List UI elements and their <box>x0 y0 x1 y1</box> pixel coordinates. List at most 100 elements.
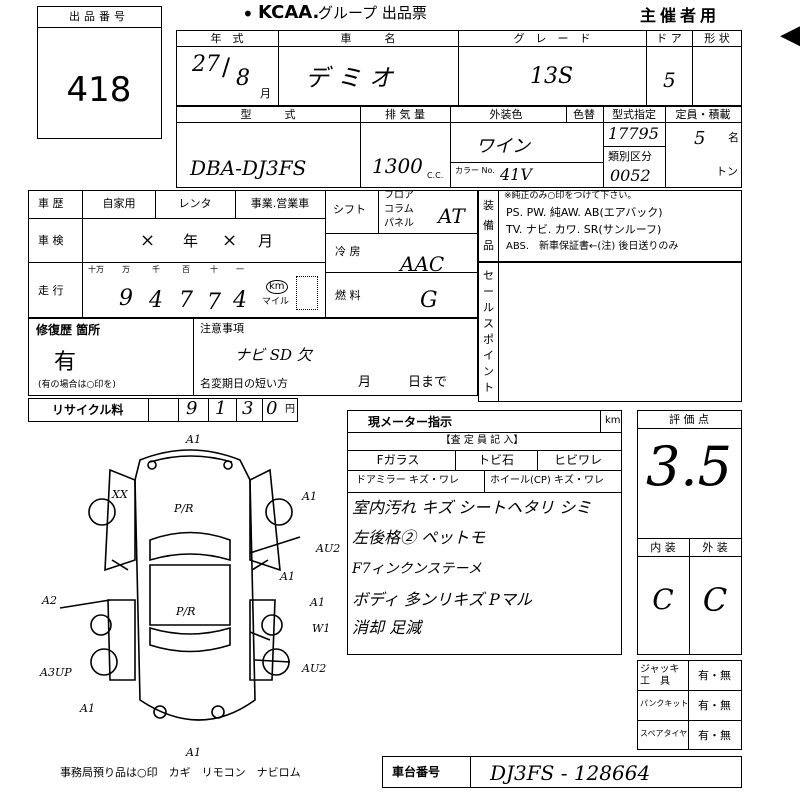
spare-value: 有・無 <box>698 729 731 742</box>
history-private: 自家用 <box>102 197 136 210</box>
model-label: 型 式 <box>240 108 296 121</box>
repair-label: 修復歴 箇所 <box>36 323 101 337</box>
overall-score-label: 評 価 点 <box>669 413 709 426</box>
fuel-label: 燃 料 <box>335 289 361 302</box>
name-label: 車 名 <box>340 32 396 45</box>
history-commercial: 事業.営業車 <box>250 197 310 210</box>
inspection-year-unit: 年 <box>183 232 199 250</box>
km-unit: km <box>266 280 288 294</box>
repair-section <box>28 318 478 396</box>
lot-label: 出品番号 <box>69 10 129 23</box>
chassis-section <box>382 756 742 788</box>
mileage-digit: 7 <box>179 288 193 313</box>
recycle-section <box>28 398 298 422</box>
shape-label: 形 状 <box>704 32 730 45</box>
vehicle-row2 <box>176 106 742 188</box>
glass-stone: トビ石 <box>477 453 515 467</box>
tonnage-unit: トン <box>716 165 738 178</box>
inspector-comment: 室内汚れ キズ シートヘタリ シミ <box>352 498 592 517</box>
doors-value: 5 <box>663 68 676 92</box>
inspector-comment: ボディ 多ンリキズ Pマル <box>352 590 532 609</box>
inspector-comment: F7ィンクンステーメ <box>352 561 482 577</box>
equipment-label: 装備品 <box>483 199 494 252</box>
glass-label: Fガラス <box>376 453 420 467</box>
damage-mark: AU2 <box>301 662 326 675</box>
jack-value: 有・無 <box>698 669 731 682</box>
inspection-month-unit: 月 <box>258 232 274 250</box>
repair-value: 有 <box>54 350 77 375</box>
category-value: 0052 <box>610 166 651 185</box>
lot-number: 418 <box>66 70 132 110</box>
form-title: グループ 出品票 <box>318 4 427 22</box>
meter-label: 現メーター指示 <box>368 415 453 429</box>
interior-label: 内 装 <box>650 541 676 554</box>
displacement-unit: C.C. <box>427 171 444 180</box>
month-value: 8 <box>236 66 250 91</box>
chassis-label: 車台番号 <box>392 765 441 779</box>
aircon-value: AAC <box>400 252 445 276</box>
organizer-label: 主催者用 <box>640 6 721 25</box>
kit-value: 有・無 <box>698 699 731 712</box>
deadline-month: 月 <box>358 375 372 390</box>
meter-unit: km <box>605 415 621 426</box>
mile-unit: マイル <box>262 297 290 307</box>
exterior-score: C <box>702 581 728 619</box>
overall-score: 3.5 <box>646 435 732 498</box>
damage-mark: A2 <box>41 594 57 607</box>
displacement-value: 1300 <box>372 154 423 178</box>
equipment-note: ※純正のみ○印をつけて下さい。 <box>504 191 637 201</box>
digit-label: 千 <box>152 265 160 274</box>
recycle-digit: 3 <box>242 398 254 419</box>
damage-mark: A1 <box>309 596 325 609</box>
capacity-label: 定員・積載 <box>675 108 731 121</box>
category-label: 類別区分 <box>608 150 652 163</box>
color-value: ワイン <box>476 136 530 157</box>
mileage-digit: 9 <box>119 286 133 311</box>
car-name-value: デミオ <box>305 64 401 92</box>
inspector-comment: 消却 足減 <box>352 618 422 637</box>
inspector-comment: 左後格② ペットモ <box>352 528 486 547</box>
history-rental: レンタ <box>178 197 212 210</box>
recycle-digit: 0 <box>266 398 278 419</box>
mirror-label: ドアミラー キズ・ワレ <box>356 475 459 486</box>
model-designation-value: 17795 <box>608 124 659 143</box>
color-label: 外装色 <box>489 108 523 121</box>
glass-crack: ヒビワレ <box>553 453 603 467</box>
damage-mark: P/R <box>173 502 193 515</box>
equipment-section <box>478 190 742 262</box>
equipment-line1: PS. PW. 純AW. AB(エアバック) <box>506 206 663 219</box>
capacity-value: 5 <box>694 128 706 149</box>
year-value: 27 <box>192 52 220 77</box>
recycle-digit: 1 <box>215 398 227 419</box>
wheel-label: ホイール(CP) キズ・ワレ <box>490 475 604 486</box>
inspection-label: 車 検 <box>38 234 64 247</box>
digit-label: 十万 <box>88 265 104 274</box>
displacement-label: 排 気 量 <box>385 108 425 121</box>
digit-label: 百 <box>182 265 190 274</box>
damage-mark: A3UP <box>39 666 72 679</box>
color-change-label: 色替 <box>573 108 595 121</box>
digit-label: 十 <box>210 265 218 274</box>
shift-panel: パネル <box>384 218 414 229</box>
recycle-unit: 円 <box>285 404 295 415</box>
keys-note: 事務局預り品は○印 カギ リモコン ナビロム <box>60 766 301 779</box>
notes-label: 注意事項 <box>200 322 244 335</box>
mileage-digit: 4 <box>149 288 163 313</box>
capacity-unit: 名 <box>728 131 739 144</box>
vehicle-row1 <box>176 30 742 106</box>
interior-score: C <box>652 583 674 616</box>
kit-label: パンクキット <box>640 699 689 708</box>
fuel-value: G <box>420 288 438 313</box>
damage-mark: A1 <box>185 433 201 446</box>
recycle-digit: 9 <box>186 398 198 419</box>
inspection-month-mark: × <box>222 230 238 251</box>
damage-mark: A1 <box>79 702 95 715</box>
damage-mark: A1 <box>301 490 317 503</box>
notes-value: ナビ SD 欠 <box>235 346 312 364</box>
sales-point-label: セールスポイント <box>483 269 494 394</box>
color-no-label: カラー No. <box>455 166 495 175</box>
digit-label: 万 <box>122 265 130 274</box>
brand-logo: KCAA. <box>258 2 320 23</box>
damage-mark: P/R <box>175 605 195 618</box>
